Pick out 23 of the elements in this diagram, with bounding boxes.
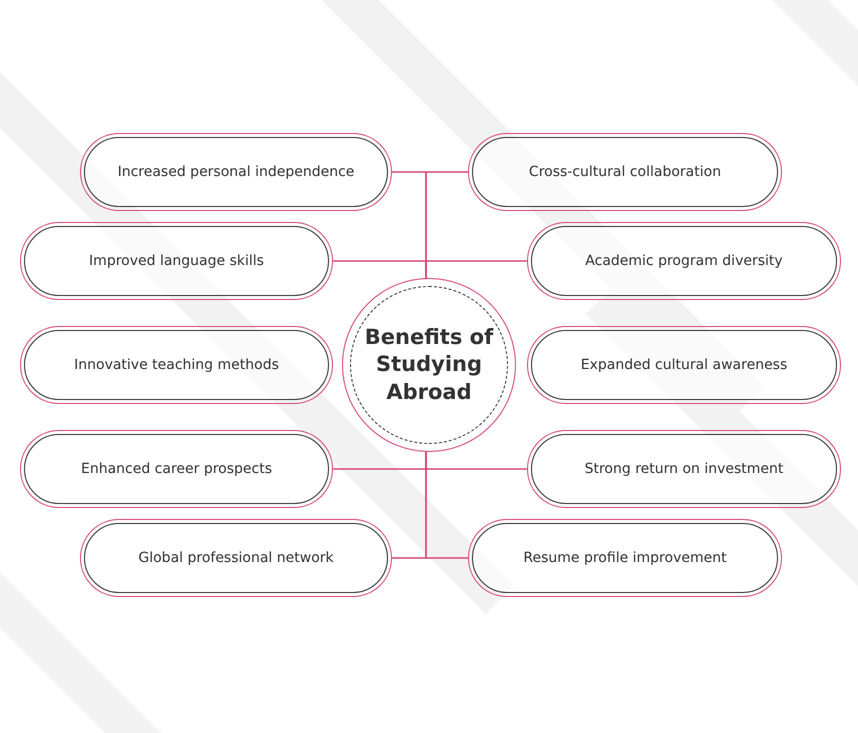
pill-box — [527, 430, 841, 508]
benefit-label: Resume profile improvement — [523, 550, 727, 566]
pill-box — [20, 222, 333, 300]
pill-box — [20, 430, 333, 508]
benefit-label: Improved language skills — [89, 253, 264, 269]
pill-box — [80, 519, 392, 597]
connector-line — [425, 451, 468, 559]
pill-box — [20, 326, 333, 404]
pill-box — [527, 222, 841, 300]
pill-box — [468, 519, 782, 597]
benefit-label: Increased personal independence — [118, 164, 354, 180]
benefit-label: Academic program diversity — [585, 253, 783, 269]
benefit-label: Expanded cultural awareness — [580, 357, 788, 373]
connector-line — [425, 260, 527, 279]
pill-box — [80, 133, 392, 211]
pill-box — [468, 133, 782, 211]
hub-title: Benefits of Studying Abroad — [364, 324, 494, 406]
benefit-label: Cross-cultural collaboration — [528, 164, 722, 180]
benefit-label: Enhanced career prospects — [80, 461, 272, 477]
benefit-label: Innovative teaching methods — [74, 357, 279, 373]
benefit-label: Strong return on investment — [584, 461, 784, 477]
benefit-label: Global professional network — [138, 550, 334, 566]
pill-box — [527, 326, 841, 404]
